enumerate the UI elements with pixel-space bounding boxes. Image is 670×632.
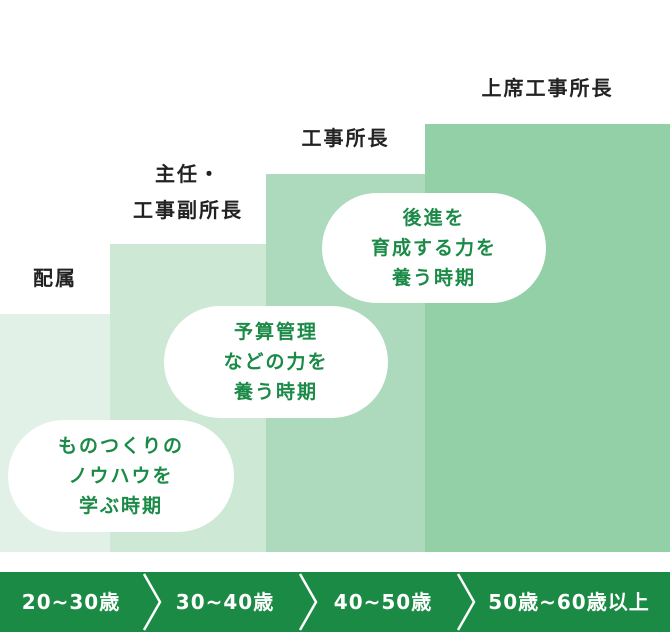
bubble-line: 育成する力を [370, 237, 497, 259]
role-label-2: 主任・ 工事副所長 [110, 156, 266, 228]
role-label-line: 上席工事所長 [481, 76, 614, 100]
age-period-1: 20~30歳 [21, 590, 121, 614]
role-label-line: 主任・ [155, 162, 221, 186]
bubble-line: ものつくりの [57, 435, 184, 457]
age-period-2: 30~40歳 [175, 590, 275, 614]
role-label-line: 工事副所長 [133, 198, 243, 222]
age-period-3: 40~50歳 [333, 590, 433, 614]
description-bubble-3: 後進を 育成する力を 養う時期 [322, 193, 546, 303]
role-label-1: 配属 [0, 260, 110, 296]
bubble-line: 養う時期 [233, 381, 318, 403]
career-step-4 [425, 124, 670, 552]
bubble-line: 学ぶ時期 [78, 495, 163, 517]
chevron-right-icon [142, 573, 162, 631]
bubble-line: ノウハウを [68, 465, 174, 487]
bubble-line: などの力を [223, 351, 329, 373]
chevron-right-icon [298, 573, 318, 631]
bubble-line: 養う時期 [391, 267, 476, 289]
age-timeline: 20~30歳 30~40歳 40~50歳 50歳~60歳以上 [0, 572, 670, 632]
description-bubble-2: 予算管理 などの力を 養う時期 [164, 306, 388, 418]
bubble-line: 予算管理 [233, 321, 318, 343]
age-period-4: 50歳~60歳以上 [488, 590, 650, 614]
role-label-3: 工事所長 [266, 120, 425, 156]
description-bubble-1: ものつくりの ノウハウを 学ぶ時期 [8, 420, 234, 532]
chevron-right-icon [456, 573, 476, 631]
role-label-line: 配属 [33, 266, 77, 290]
bubble-line: 後進を [402, 207, 466, 229]
role-label-line: 工事所長 [301, 126, 390, 150]
role-label-4: 上席工事所長 [425, 70, 670, 106]
